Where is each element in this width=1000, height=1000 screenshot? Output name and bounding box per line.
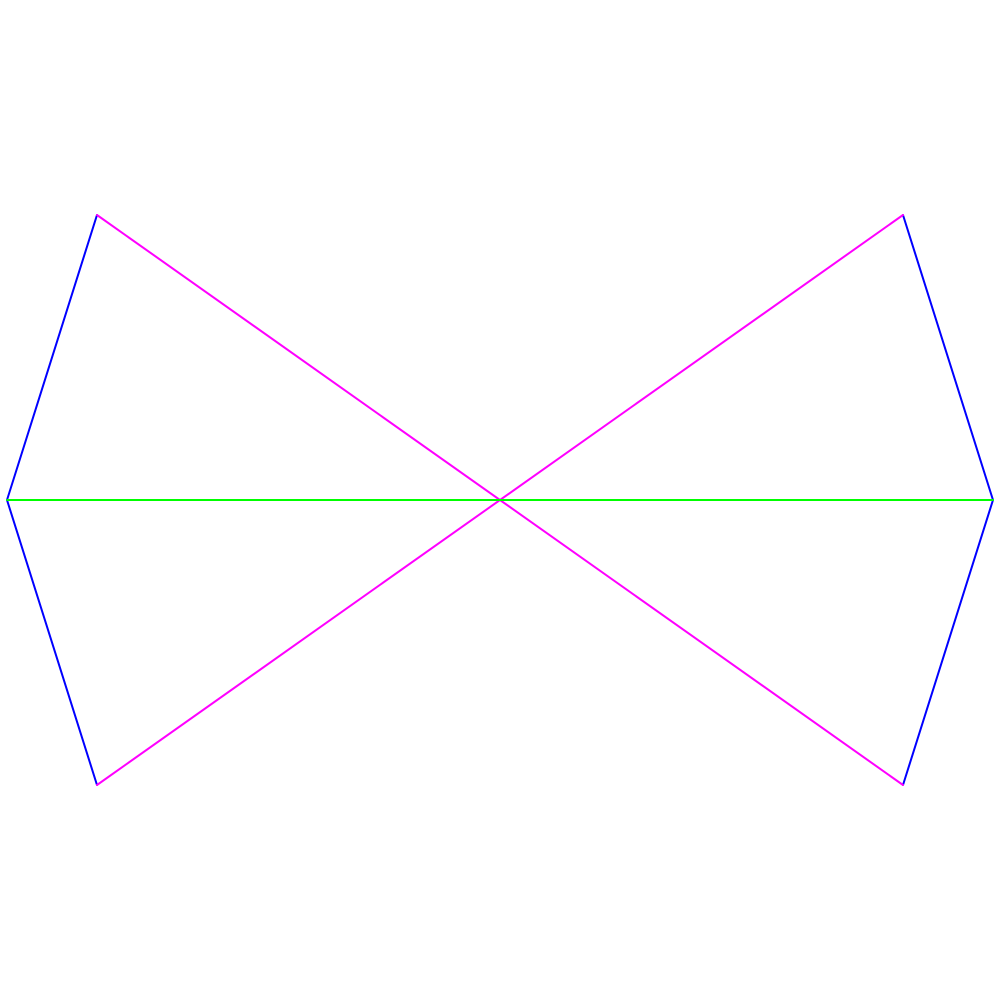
outer-edge-bottom-left: [6, 499, 98, 786]
outer-edge-top-right: [902, 214, 994, 501]
outer-edge-top-left: [6, 214, 98, 501]
outer-edge-bottom-right: [902, 499, 994, 786]
